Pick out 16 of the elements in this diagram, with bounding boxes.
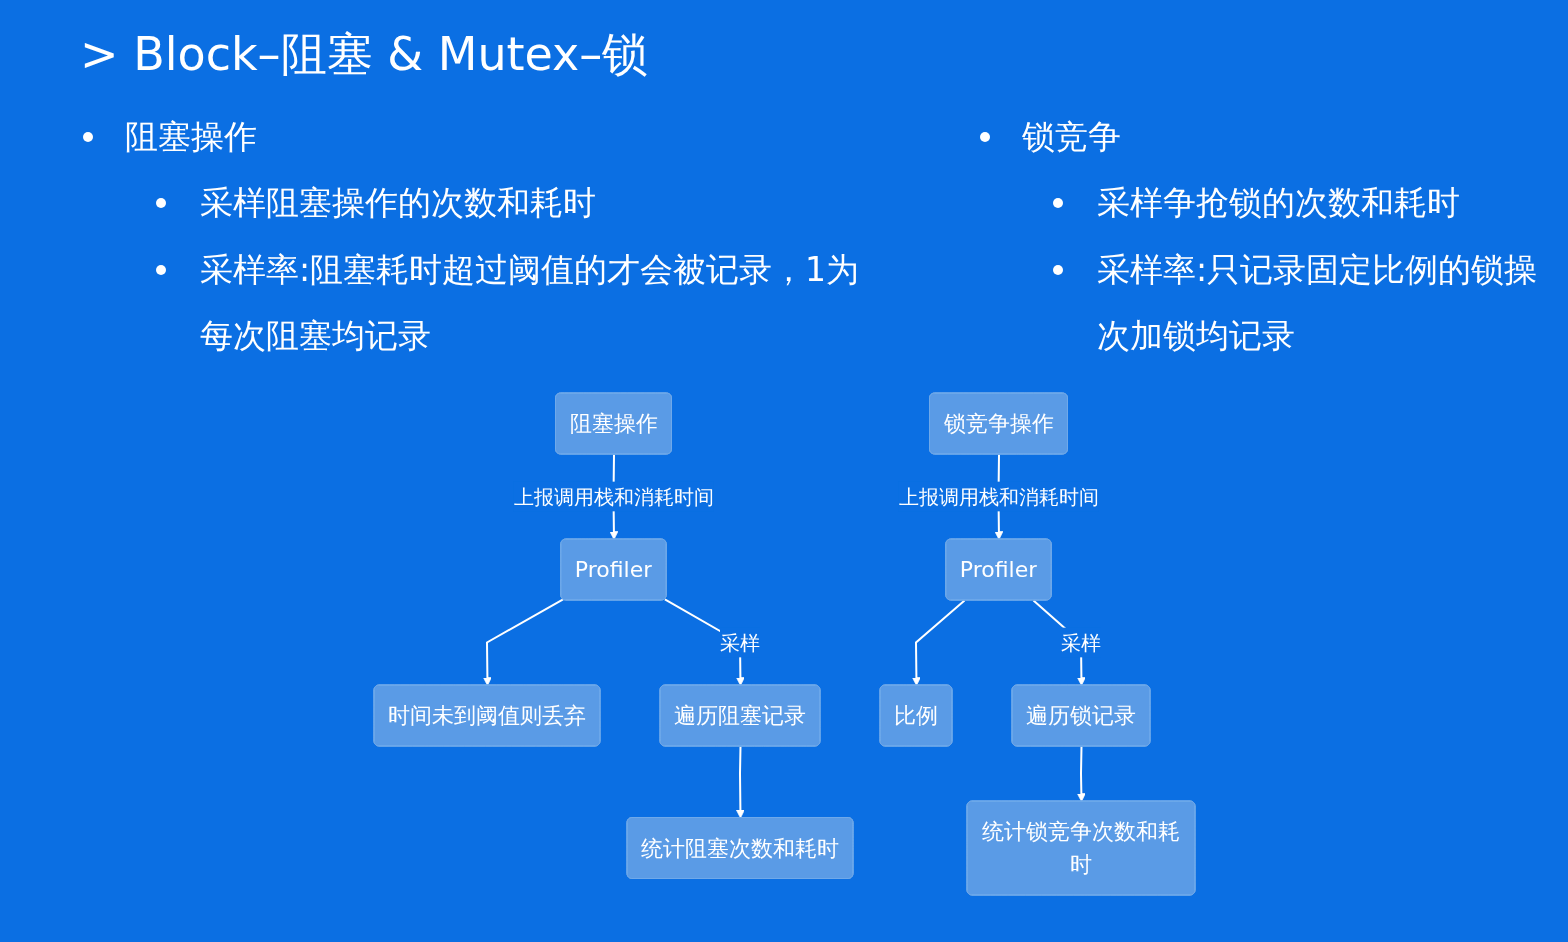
bullet-text: 采样率:阻塞耗时超过阈值的才会被记录，1为每次阻塞均记录 [200, 249, 861, 357]
arrow [911, 599, 966, 686]
slide-title: > Block–阻塞 & Mutex–锁 [80, 26, 649, 83]
bullet-text: 采样阻塞操作的次数和耗时 [200, 182, 597, 224]
flowchart-drawing: 上报调用栈和消耗时间 采样 上报调用栈和消耗时间 采样 阻塞操作 Profiler 时间未到阈值则丢弃 遍历阻塞记录 统计阻塞次数和耗时 锁竞争操作 Profiler 比例 遍历锁记录 统计锁竞争次数和耗时 [365, 385, 1203, 903]
bullet-heading: 阻塞操作 [125, 116, 258, 158]
arrow [482, 598, 564, 686]
arrow [735, 745, 745, 819]
edge-label: 上报调用栈和消耗时间 [898, 484, 1098, 509]
edge-label: 上报调用栈和消耗时间 [513, 484, 713, 509]
bullet-text: 采样争抢锁的次数和耗时 [1097, 182, 1461, 224]
bullet-heading: 锁竞争 [1022, 116, 1122, 158]
arrow [1076, 745, 1086, 802]
edge-label: 采样 [1060, 630, 1101, 655]
edge-label: 采样 [719, 630, 760, 655]
bullet-text: 采样率:只记录固定比例的锁操次加锁均记录 [1097, 249, 1539, 357]
